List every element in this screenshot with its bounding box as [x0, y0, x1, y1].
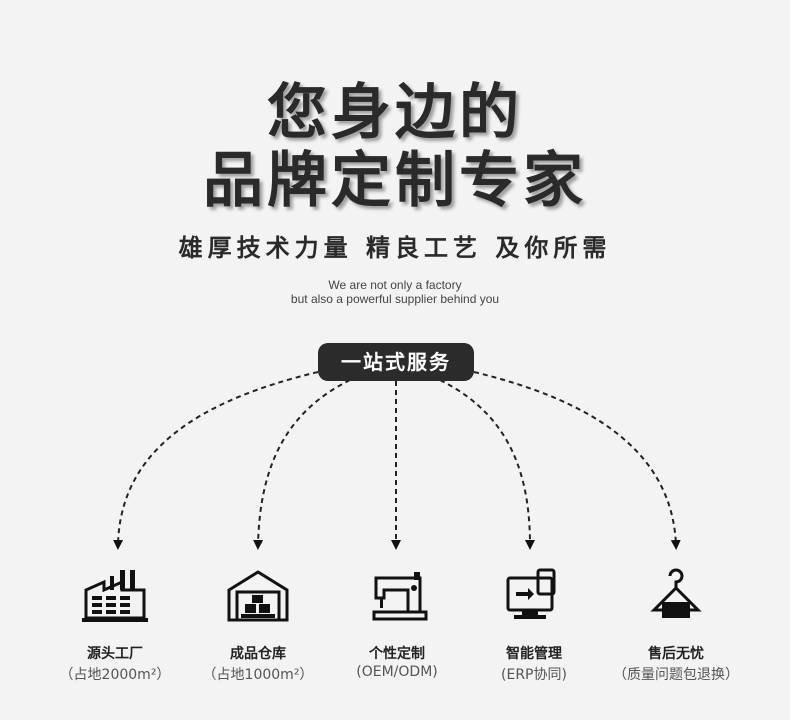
headline-line-2: 品牌定制专家 — [203, 146, 587, 216]
factory-icon — [82, 570, 148, 622]
one-stop-service-badge: 一站式服务 — [318, 343, 474, 381]
service-sub-management: (ERP协同) — [501, 667, 567, 683]
service-title-management: 智能管理 — [506, 646, 562, 662]
arrow-to-warehouse — [253, 379, 351, 550]
sewing-machine-icon — [372, 572, 428, 621]
service-title-aftersales: 售后无忧 — [648, 646, 704, 662]
tagline: 雄厚技术力量 精良工艺 及你所需 — [178, 234, 612, 262]
arrow-to-factory — [113, 371, 319, 550]
arrow-to-management — [439, 379, 535, 550]
english-line-1: We are not only a factory — [328, 278, 462, 292]
service-title-factory: 源头工厂 — [87, 646, 143, 662]
headline-line-1: 您身边的 — [267, 78, 523, 148]
english-line-2: but also a powerful supplier behind you — [290, 292, 500, 306]
service-title-custom: 个性定制 — [369, 646, 425, 662]
service-sub-warehouse: （占地1000m²） — [202, 667, 314, 683]
arrow-to-aftersales — [473, 371, 681, 550]
warehouse-icon — [227, 570, 289, 622]
service-title-warehouse: 成品仓库 — [230, 646, 286, 662]
service-sub-factory: （占地2000m²） — [59, 667, 171, 683]
service-sub-aftersales: （质量问题包退换） — [613, 667, 739, 683]
service-sub-custom: (OEM/ODM) — [356, 664, 438, 680]
hanger-icon — [650, 568, 702, 618]
computer-exchange-icon — [506, 568, 556, 619]
